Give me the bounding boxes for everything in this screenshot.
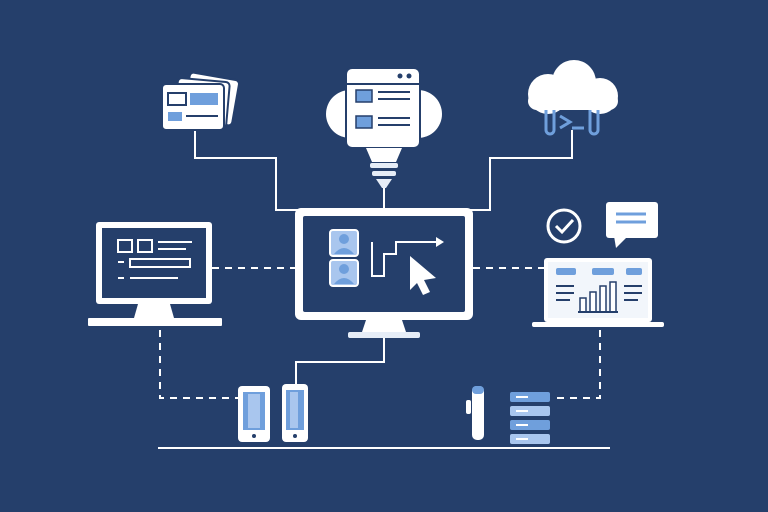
stylus-icon [466, 386, 484, 440]
smartphone-icon [282, 384, 308, 442]
cloud-terminal-icon [528, 60, 618, 136]
cursor-icon [410, 256, 436, 295]
smartphone-icon [238, 386, 270, 442]
chat-bubble-icon [606, 202, 658, 248]
connector-lines [158, 128, 610, 449]
document-stack-icon [161, 71, 240, 131]
connector-left-down-dashed [159, 330, 238, 399]
connector-center-down [295, 338, 385, 386]
connector-top-left [194, 128, 300, 211]
user-avatar-icon [329, 259, 359, 287]
cloud-server-document-icon [326, 67, 442, 188]
connector-top-right [468, 130, 573, 211]
monitor-dashboard-icon [88, 222, 222, 326]
connector-right-down-dashed [552, 330, 601, 399]
user-avatar-icon [329, 229, 359, 257]
central-monitor-users-cursor-icon [295, 208, 473, 338]
laptop-chart-icon [532, 258, 664, 327]
smartphones-icon [238, 384, 308, 442]
checkmark-circle-icon [546, 208, 582, 244]
server-stack-icon [510, 392, 550, 444]
